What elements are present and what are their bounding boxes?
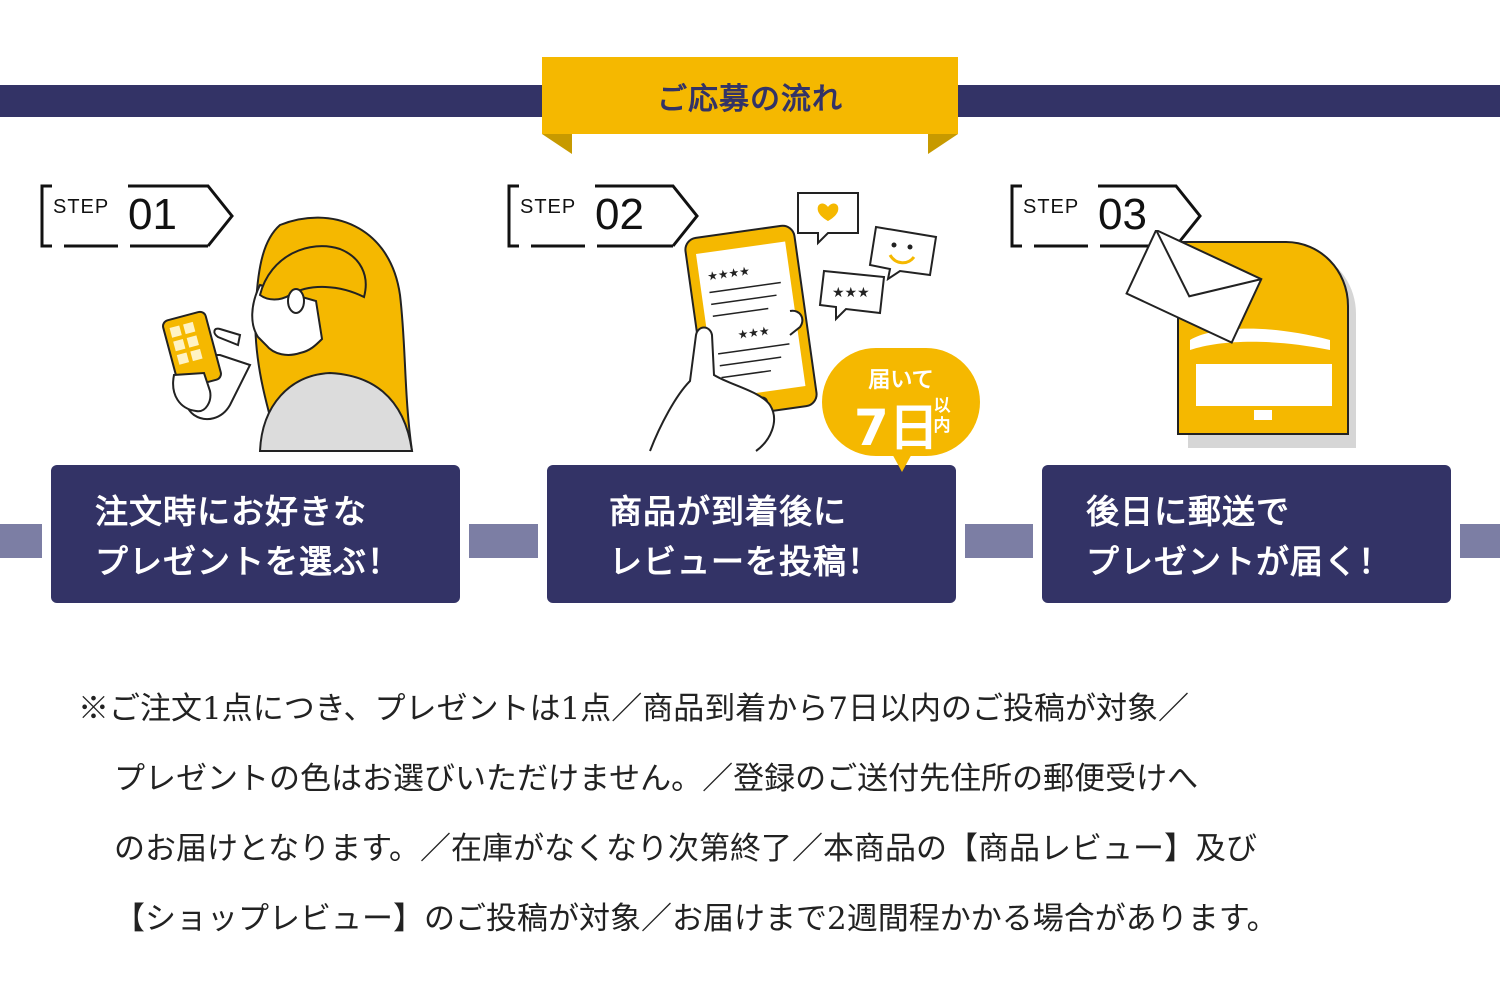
step-tag-3: STEP 03: [1010, 184, 1210, 254]
svg-text:★★★: ★★★: [737, 324, 771, 342]
section-title-ribbon: ご応募の流れ: [542, 57, 958, 134]
connector-line: [469, 524, 538, 558]
note-line: ※ご注文1点につき、プレゼントは1点／商品到着から7日以内のご投稿が対象／: [78, 691, 1189, 727]
woman-with-phone-icon: [162, 216, 414, 452]
step-box-1: 注文時にお好きな プレゼントを選ぶ！: [51, 465, 460, 603]
svg-text:★★★: ★★★: [832, 285, 870, 301]
section-title: ご応募の流れ: [657, 81, 843, 117]
step-number: 03: [1098, 190, 1147, 239]
svg-text:★★★★: ★★★★: [706, 264, 751, 284]
step-number: 02: [595, 190, 644, 239]
step-line: 商品が到着後に: [609, 492, 847, 531]
step-box-2: 商品が到着後に レビューを投稿！: [547, 465, 956, 603]
badge-days: 7日: [854, 399, 939, 457]
delivery-badge: 届いて 7日 以内: [822, 348, 980, 457]
connector-line: [1460, 524, 1500, 558]
notes-block: ※ご注文1点につき、プレゼントは1点／商品到着から7日以内のご投稿が対象／ プレ…: [78, 674, 1438, 954]
note-line: 【ショップレビュー】のご投稿が対象／お届けまで2週間程かかる場合があります。: [114, 901, 1278, 937]
phone-review-icon: ★★★ ★★★★ ★★★: [649, 192, 938, 452]
step-number: 01: [128, 190, 177, 239]
ribbon-fold-right: [928, 134, 958, 154]
badge-within: 以内: [933, 396, 951, 436]
note-line: のお届けとなります。／在庫がなくなり次第終了／本商品の【商品レビュー】及び: [114, 831, 1257, 867]
step-line: 注文時にお好きな: [95, 492, 367, 531]
step-label: STEP: [53, 196, 110, 218]
badge-caption: 届いて: [868, 368, 934, 393]
note-line: プレゼントの色はお選びいただけません。／登録のご送付先住所の郵便受けへ: [114, 761, 1199, 797]
step-line: レビューを投稿！: [609, 542, 881, 581]
connector-line: [0, 524, 42, 558]
step-line: 後日に郵送で: [1086, 492, 1290, 531]
step-line: プレゼントが届く！: [1086, 542, 1392, 581]
step-tag-1: STEP 01: [40, 184, 240, 254]
step-label: STEP: [520, 196, 577, 218]
mailbox-envelope-icon: [1125, 230, 1356, 448]
ribbon-fold-left: [542, 134, 572, 154]
step-label: STEP: [1023, 196, 1080, 218]
step-box-3: 後日に郵送で プレゼントが届く！: [1042, 465, 1451, 603]
connector-line: [965, 524, 1033, 558]
step-line: プレゼントを選ぶ！: [95, 542, 401, 581]
step-tag-2: STEP 02: [507, 184, 707, 254]
